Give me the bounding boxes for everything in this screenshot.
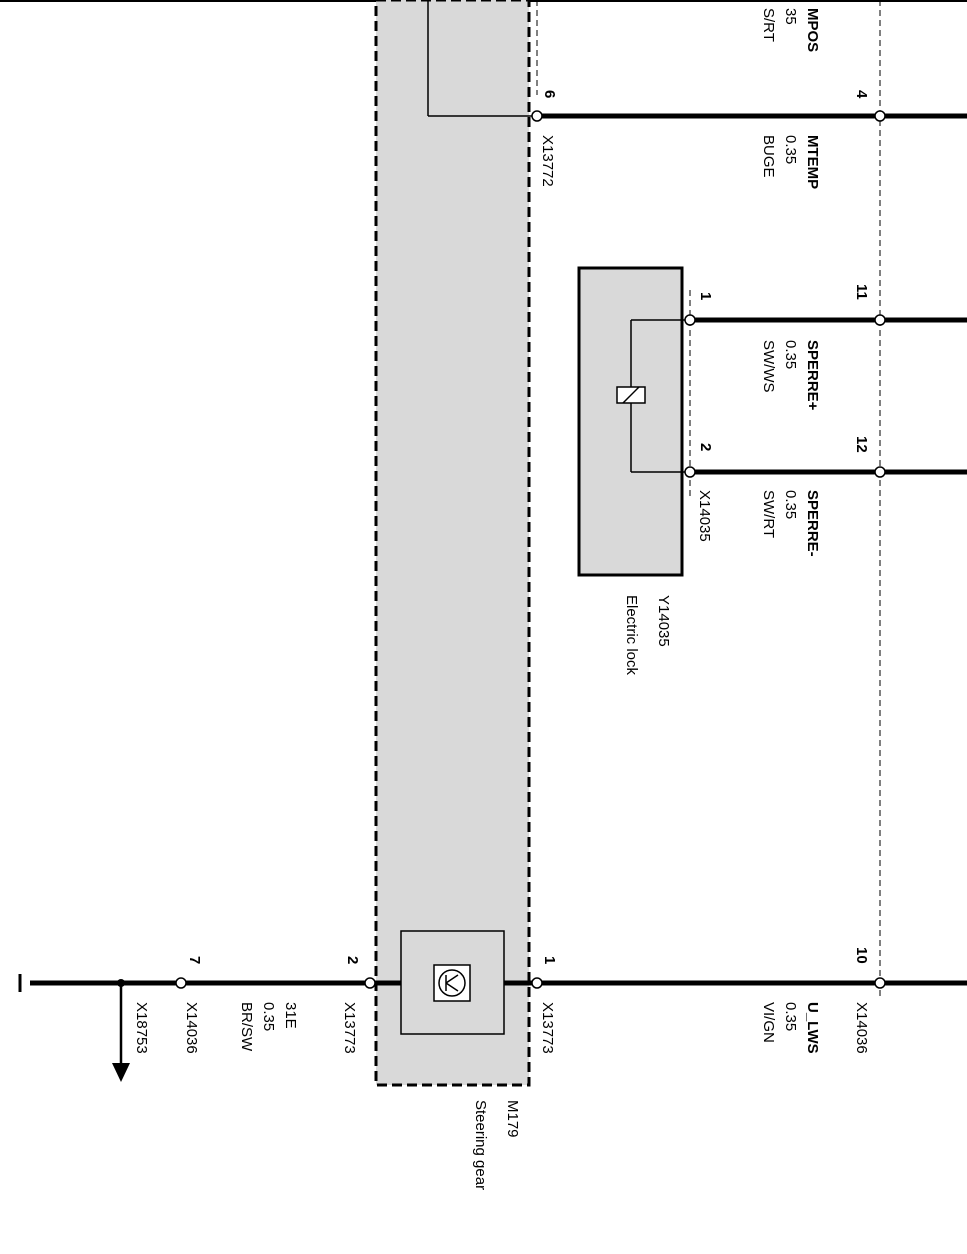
steering-gear-box bbox=[374, 0, 531, 1087]
pin-2-lock: 2 bbox=[697, 443, 714, 451]
solenoid-coil-icon bbox=[616, 319, 690, 473]
electric-lock-box bbox=[577, 266, 684, 577]
sensor-icon bbox=[433, 964, 471, 1002]
wire-sperre-minus-size: 0.35 bbox=[782, 490, 799, 519]
wire-mpos-color: S/RT bbox=[760, 8, 777, 42]
pin-1-lock: 1 bbox=[697, 292, 714, 300]
connector-x14036-bottom: X14036 bbox=[183, 1002, 200, 1054]
steering-gear-id: M179 bbox=[504, 1100, 521, 1138]
wire-u-lws-color: VI/GN bbox=[760, 1002, 777, 1043]
labels: MPOS 35 S/RT 6 4 MTEMP 0.35 BUGE X13772 … bbox=[133, 8, 870, 1190]
pin-6-terminal bbox=[531, 110, 543, 122]
wire-sperre-minus-signal: SPERRE- bbox=[804, 490, 821, 557]
connector-x18753: X18753 bbox=[133, 1002, 150, 1054]
wire-sperre-minus-color: SW/RT bbox=[760, 490, 777, 538]
connector-x13773-top: X13773 bbox=[539, 1002, 556, 1054]
pin-6: 6 bbox=[541, 90, 558, 98]
wire-mtemp-signal: MTEMP bbox=[804, 135, 821, 189]
pin-12: 12 bbox=[853, 436, 870, 453]
wire-u-lws-size: 0.35 bbox=[782, 1002, 799, 1031]
electric-lock-name: Electric lock bbox=[623, 595, 640, 676]
pin-11: 11 bbox=[853, 284, 870, 300]
pin-2-gear: 2 bbox=[344, 956, 361, 964]
electric-lock-id: Y14035 bbox=[655, 595, 672, 647]
pin-1-gear: 1 bbox=[541, 956, 558, 964]
wire-sperre-plus-signal: SPERRE+ bbox=[804, 340, 821, 411]
pin-4: 4 bbox=[853, 90, 870, 99]
pin-4-terminal bbox=[874, 110, 886, 122]
wire-u-lws-signal: U_LWS bbox=[804, 1002, 821, 1054]
connector-x13773-bottom: X13773 bbox=[341, 1002, 358, 1054]
connector-x14036-top: X14036 bbox=[853, 1002, 870, 1054]
wire-31e-signal: 31E bbox=[282, 1002, 299, 1029]
wire-31e-color: BR/SW bbox=[238, 1002, 255, 1052]
wire-mpos-size: 35 bbox=[782, 8, 799, 25]
pin-7: 7 bbox=[186, 956, 203, 964]
wire-mtemp-size: 0.35 bbox=[782, 135, 799, 164]
wire-mpos-signal: MPOS bbox=[804, 8, 821, 52]
connector-x13772: X13772 bbox=[539, 135, 556, 187]
ground-splice-icon bbox=[18, 974, 130, 1082]
wire-sperre-plus-color: SW/WS bbox=[760, 340, 777, 393]
steering-gear-name: Steering gear bbox=[472, 1100, 489, 1190]
pin-10: 10 bbox=[853, 947, 870, 964]
wire-31e-size: 0.35 bbox=[260, 1002, 277, 1031]
connector-x14035: X14035 bbox=[696, 490, 713, 542]
wire-mtemp-color: BUGE bbox=[760, 135, 777, 178]
wire-sperre-plus-size: 0.35 bbox=[782, 340, 799, 369]
